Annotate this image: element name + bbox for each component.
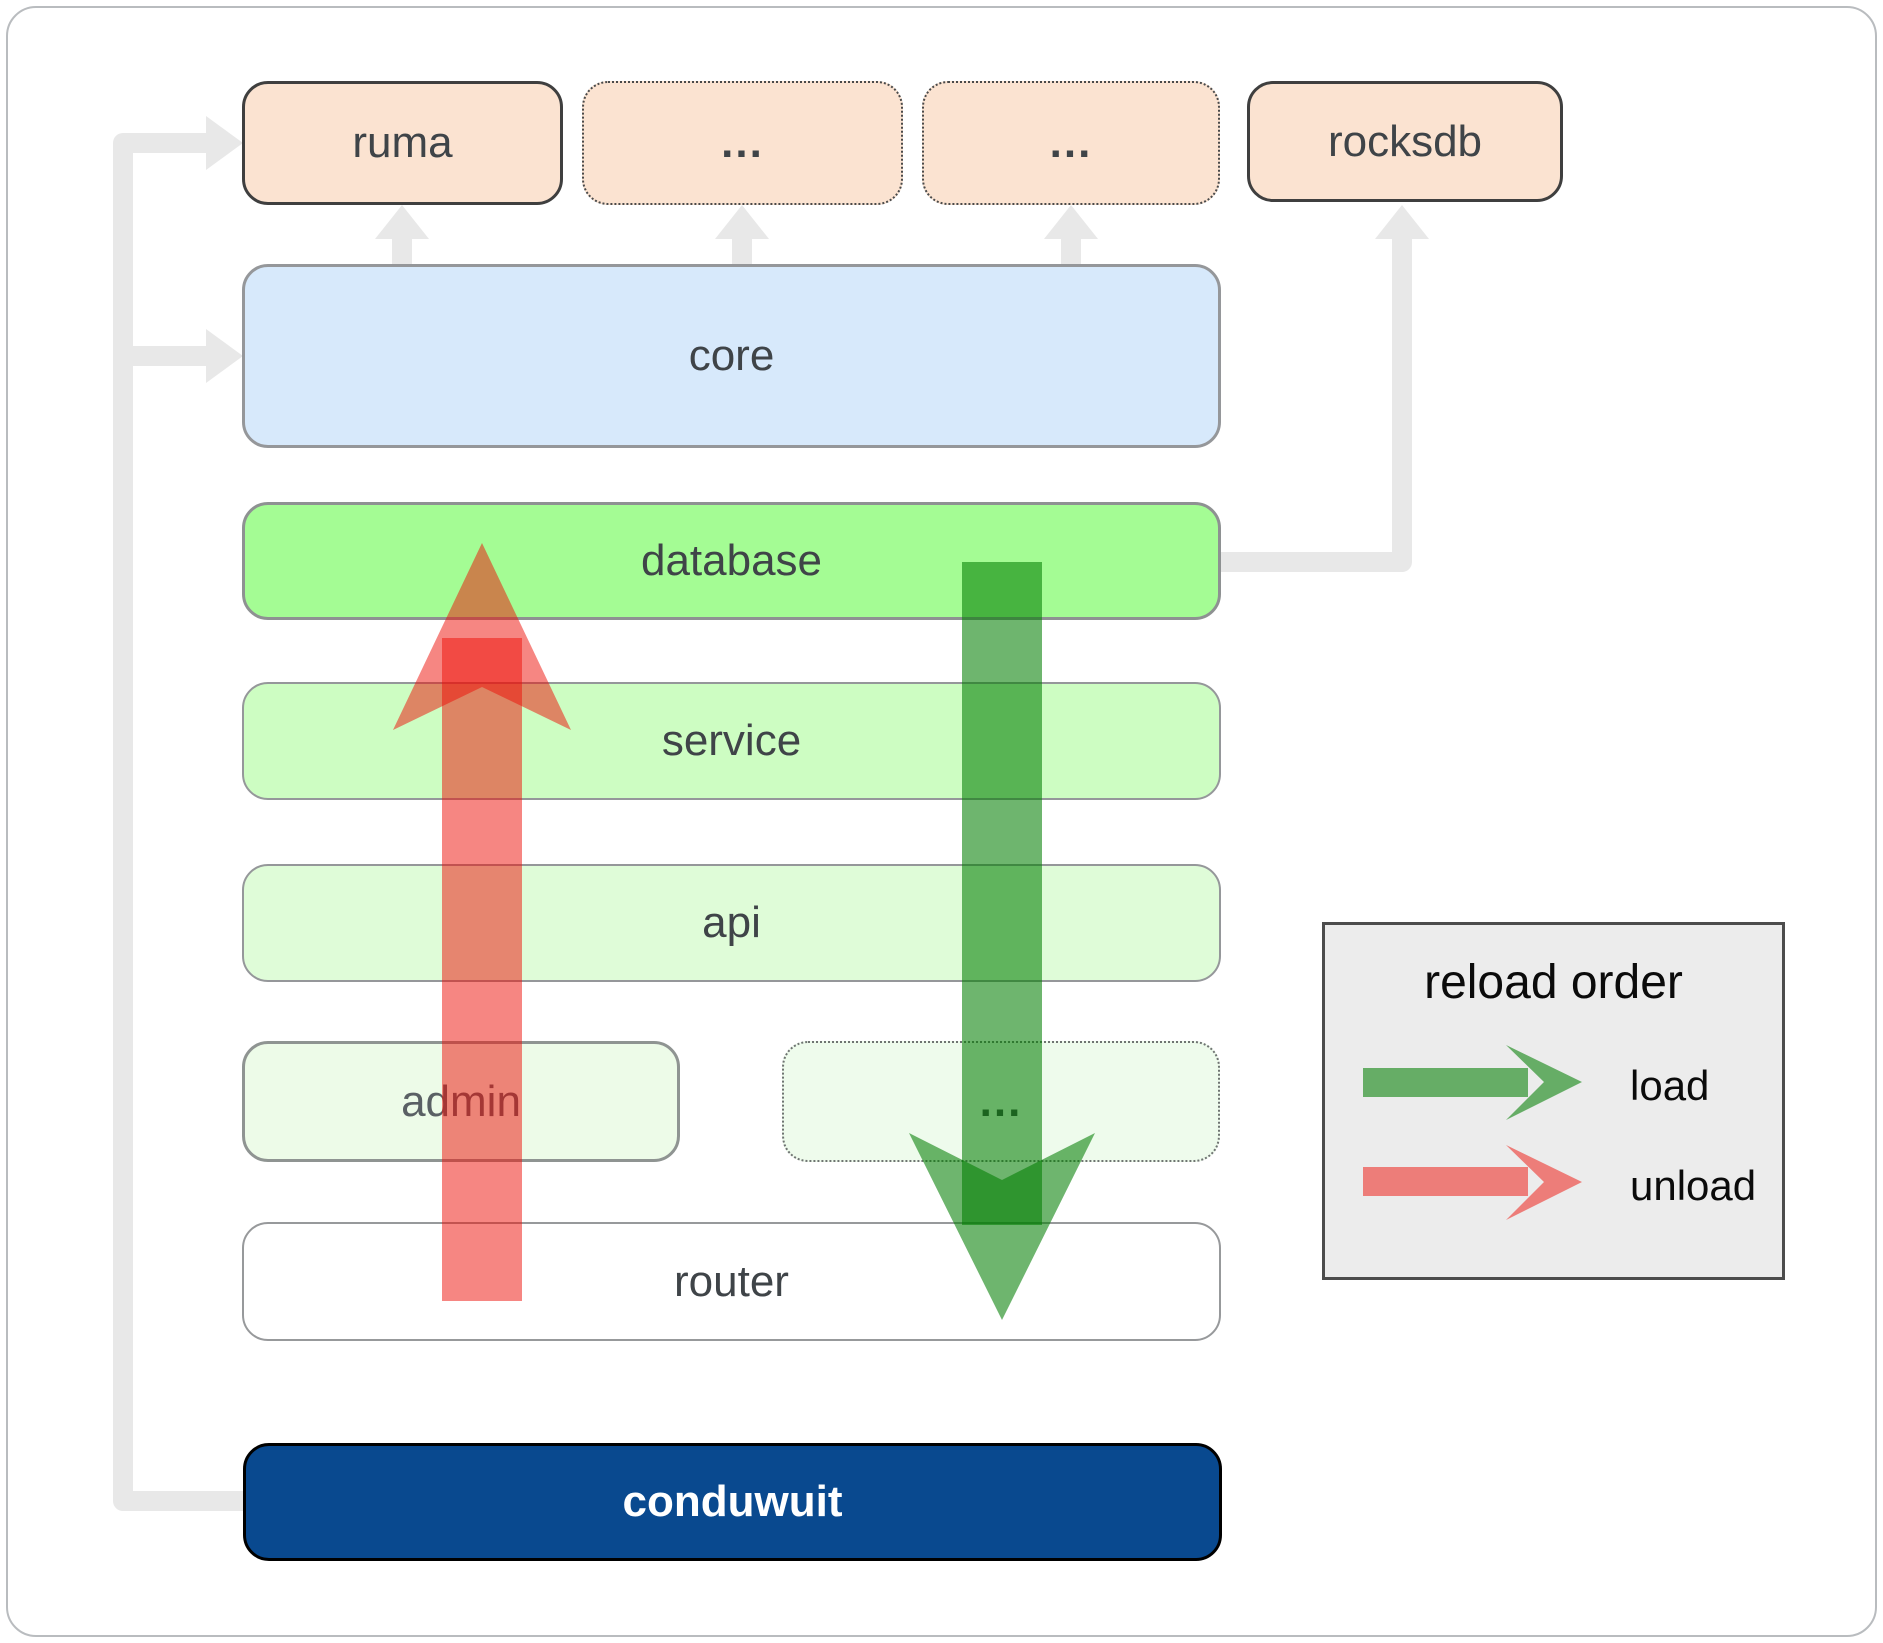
node-core: core [242,264,1221,448]
node-service-label: service [661,716,802,765]
node-ellipsis-2: ... [922,81,1220,205]
arrowhead-into-ellipsis1-bottom [715,205,769,239]
node-core-label: core [688,331,775,380]
page-border [6,6,1877,1637]
legend-title: reload order [1424,956,1683,1009]
node-admin-label: admin [401,1076,521,1126]
legend-unload-label: unload [1630,1162,1757,1209]
node-ruma: ruma [242,81,563,205]
node-router-label: router [674,1256,789,1306]
node-ellipsis-3: ... [782,1041,1220,1162]
node-ellipsis-3-label: ... [979,1076,1023,1126]
node-rocksdb-label: rocksdb [1327,116,1483,166]
node-rocksdb: rocksdb [1247,81,1563,202]
connector-conduwuit-to-ruma [113,133,243,1511]
node-database: database [242,502,1221,620]
node-conduwuit: conduwuit [243,1443,1222,1561]
node-admin: admin [242,1041,680,1162]
node-ellipsis-1-label: ... [721,118,764,167]
node-router: router [242,1222,1221,1341]
node-api: api [242,864,1221,982]
arrowhead-into-ruma-bottom [375,205,429,239]
node-service: service [242,682,1221,800]
legend: reload order load unload [1322,922,1785,1280]
node-ruma-label: ruma [352,118,453,167]
arrowhead-into-rocksdb [1375,205,1429,239]
connector-database-to-rocksdb [1221,238,1412,572]
legend-load-label: load [1630,1062,1710,1109]
arrowhead-into-ruma [206,116,243,170]
node-ellipsis-1: ... [582,81,903,205]
arrowhead-into-core [206,329,243,383]
node-conduwuit-label: conduwuit [622,1477,843,1526]
node-api-label: api [702,898,761,947]
arrowhead-into-ellipsis2-bottom [1044,205,1098,239]
node-database-label: database [640,536,823,585]
node-ellipsis-2-label: ... [1049,118,1093,167]
